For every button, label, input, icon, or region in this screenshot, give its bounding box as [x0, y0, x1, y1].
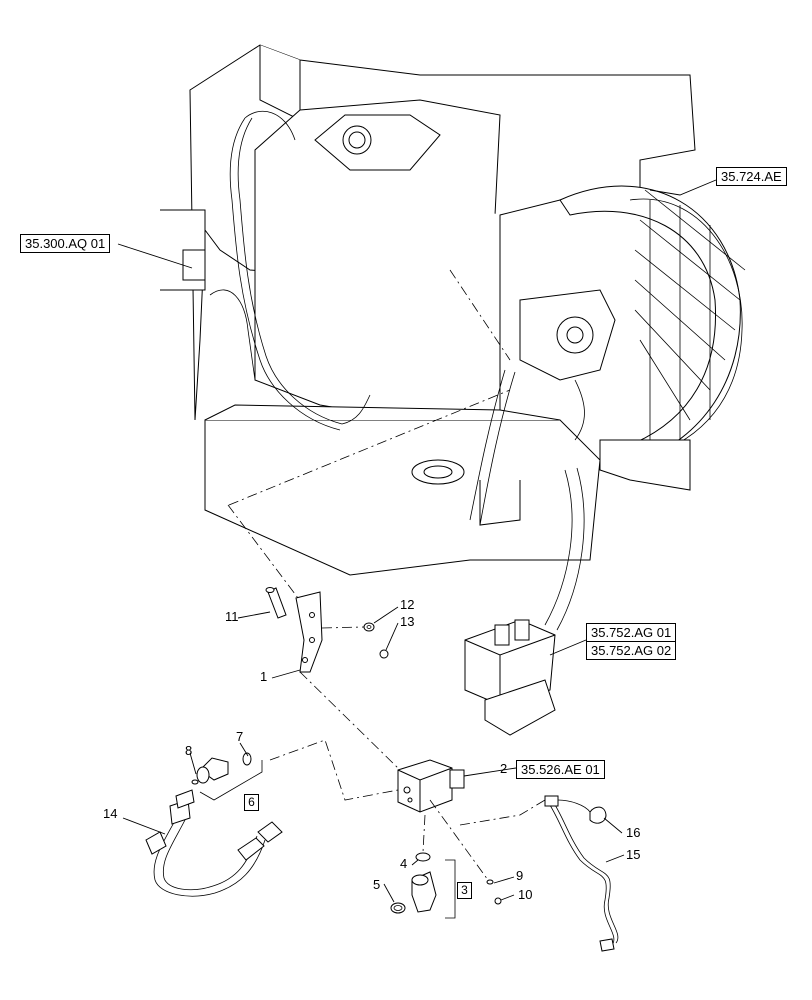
callout-16: 16: [626, 825, 641, 840]
callout-10: 10: [518, 887, 533, 902]
kit-6-label: 6: [244, 794, 259, 811]
fittings-kit-3: [390, 852, 456, 919]
callout-9: 9: [516, 868, 524, 883]
hose-assembly: [145, 789, 283, 897]
reference-35-752-ag-02[interactable]: 35.752.AG 02: [586, 641, 677, 660]
assembly-lines: [227, 269, 546, 881]
solenoid-valve: [397, 759, 465, 813]
tank-frame-assembly: [160, 44, 746, 631]
bracket-and-bolt: [265, 587, 389, 673]
callout-4: 4: [400, 856, 408, 871]
callout-1: 1: [260, 669, 268, 684]
valve-block: [464, 619, 556, 736]
callout-14: 14: [103, 806, 118, 821]
kit-3-label: 3: [457, 882, 472, 899]
wire-harness: [544, 795, 619, 952]
callout-11: 11: [225, 609, 239, 624]
callout-7: 7: [236, 729, 244, 744]
reference-35-752-ag-01[interactable]: 35.752.AG 01: [586, 623, 677, 642]
callout-15: 15: [626, 847, 641, 862]
callout-8: 8: [185, 743, 193, 758]
leader-lines: [117, 179, 717, 903]
callout-12: 12: [400, 597, 415, 612]
reference-35-300-aq-01[interactable]: 35.300.AQ 01: [20, 234, 111, 253]
callout-2: 2: [500, 761, 508, 776]
fittings-kit-6: [191, 752, 263, 801]
callout-5: 5: [373, 877, 381, 892]
reference-35-724-ae[interactable]: 35.724.AE: [716, 167, 787, 186]
callout-13: 13: [400, 614, 415, 629]
screw-and-nut: [486, 879, 502, 905]
reference-35-526-ae-01[interactable]: 35.526.AE 01: [516, 760, 605, 779]
